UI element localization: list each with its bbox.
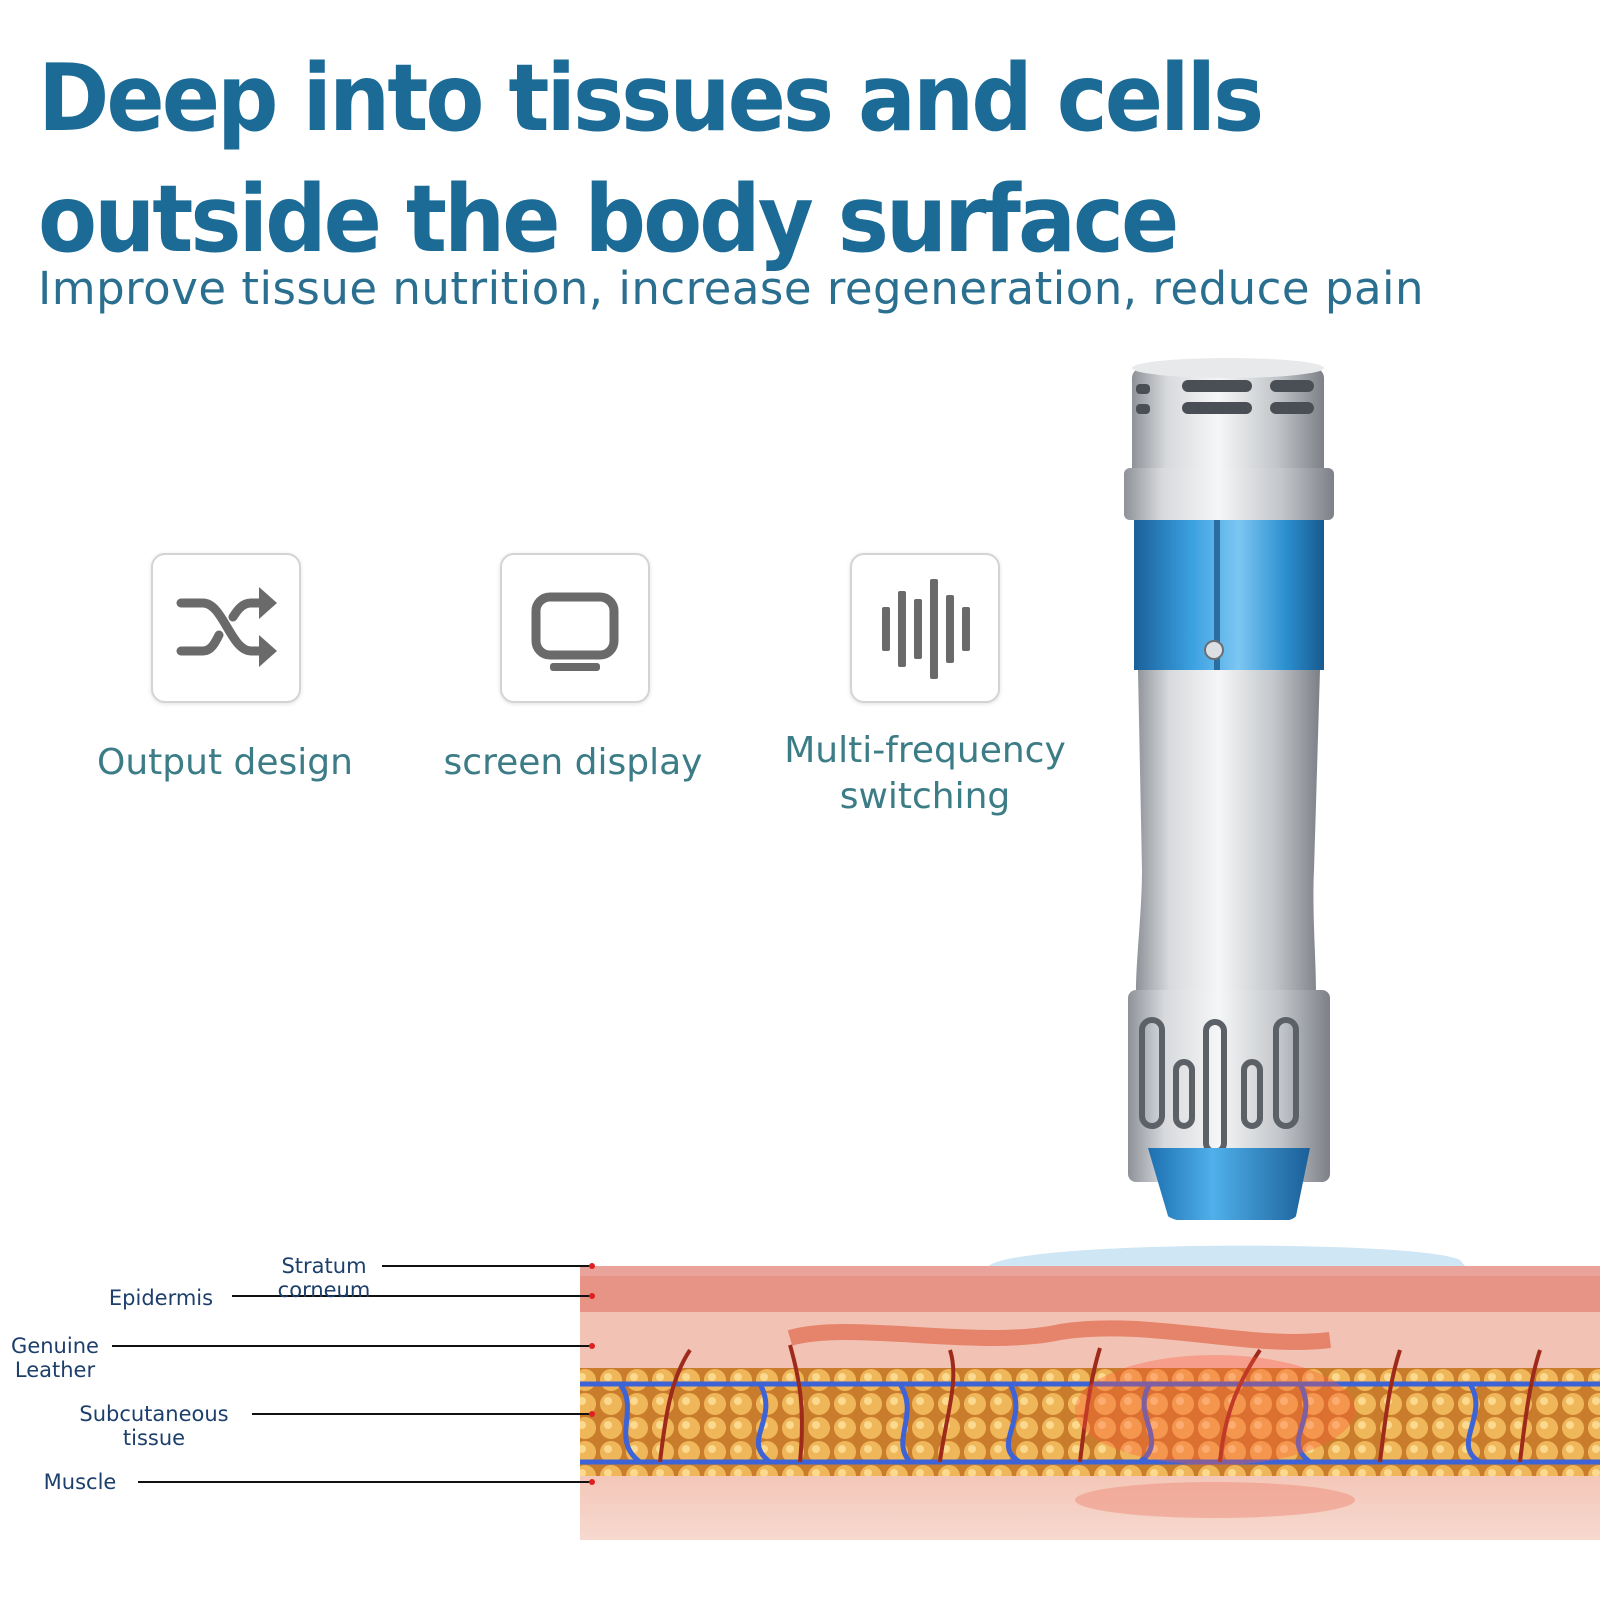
feature-output-design bbox=[151, 553, 301, 703]
monitor-icon bbox=[531, 592, 619, 671]
feature-label-output-design: Output design bbox=[97, 742, 353, 783]
layer-stratum-corneum bbox=[580, 1266, 1600, 1276]
sound-wave-icon bbox=[882, 579, 970, 679]
coupling-gel bbox=[980, 1245, 1470, 1272]
feature-screen-display bbox=[500, 553, 650, 703]
feature-multi-frequency bbox=[850, 553, 1000, 703]
layer-epidermis bbox=[580, 1276, 1600, 1312]
label-epidermis: Epidermis bbox=[108, 1286, 214, 1310]
label-stratum-corneum: Stratum corneum bbox=[277, 1254, 371, 1302]
headline: Deep into tissues and cells outside the … bbox=[38, 44, 1264, 274]
feature-label-screen-display: screen display bbox=[443, 742, 703, 783]
tissue-cross-section bbox=[112, 1245, 1600, 1540]
label-genuine-leather: Genuine Leather bbox=[11, 1334, 99, 1382]
feature-label-multi-frequency: Multi-frequency switching bbox=[784, 730, 1066, 817]
layer-dermis bbox=[580, 1312, 1600, 1368]
label-muscle: Muscle bbox=[43, 1470, 117, 1494]
shuffle-icon bbox=[176, 587, 277, 667]
label-subcutaneous-tissue: Subcutaneous tissue bbox=[79, 1402, 229, 1450]
shockwave-handpiece bbox=[1124, 358, 1334, 1220]
subheadline: Improve tissue nutrition, increase regen… bbox=[38, 262, 1425, 315]
